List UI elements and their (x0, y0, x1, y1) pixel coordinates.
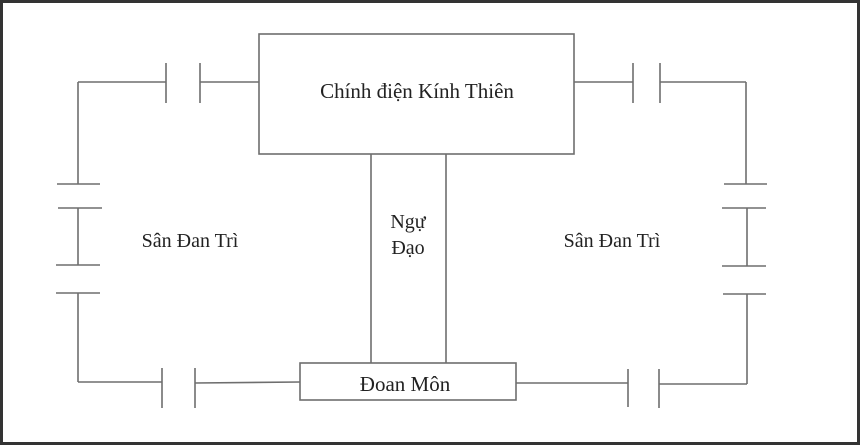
left-wall (56, 63, 301, 408)
royal-path-label-line1: Ngự (390, 211, 426, 233)
main-hall-box: Chính điện Kính Thiên (258, 33, 575, 155)
royal-path-label-line2: Đạo (391, 237, 424, 259)
gate-box: Đoan Môn (299, 362, 517, 401)
left-courtyard-label: Sân Đan Trì (142, 230, 239, 252)
gate-label: Đoan Môn (360, 372, 451, 396)
royal-path: Ngự Đạo (370, 154, 447, 363)
right-courtyard-label: Sân Đan Trì (564, 230, 661, 252)
main-hall-label: Chính điện Kính Thiên (320, 79, 514, 103)
right-wall (516, 63, 767, 408)
